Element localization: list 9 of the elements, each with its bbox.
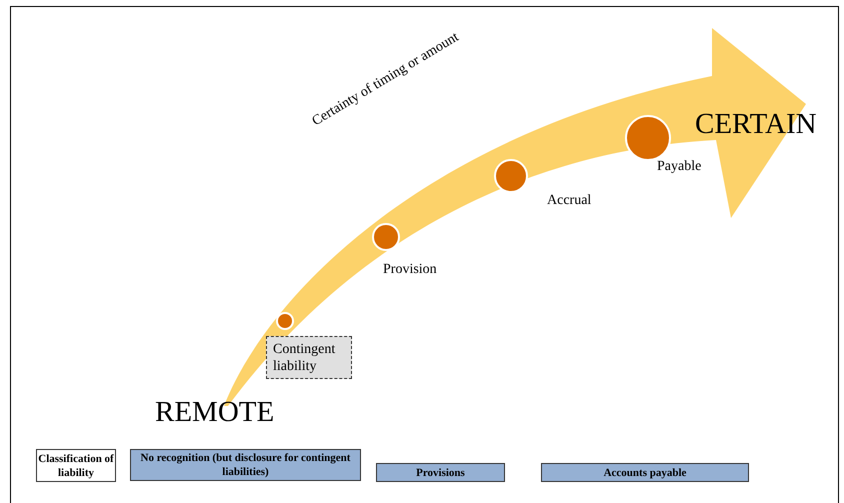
category-box: Classification of liability — [36, 449, 116, 482]
scale-end-label: REMOTE — [155, 396, 274, 429]
category-box: Accounts payable — [541, 463, 749, 482]
stage-label: Payable — [657, 159, 702, 175]
category-box: No recognition (but disclosure for contingent liabilities) — [130, 449, 361, 481]
stage-label: Provision — [383, 262, 437, 278]
category-box: Provisions — [376, 463, 505, 482]
dashed-label-box: Contingent liability — [266, 336, 352, 379]
stage-label: Accrual — [547, 193, 592, 209]
